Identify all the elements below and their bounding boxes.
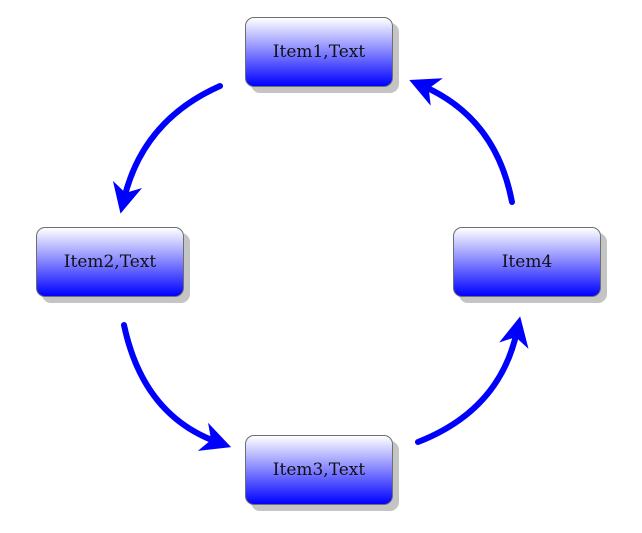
node-item3: Item3,Text xyxy=(245,435,393,505)
arrow-item3-to-item4 xyxy=(415,316,529,445)
node-item3-label: Item3,Text xyxy=(272,460,366,480)
node-item4: Item4 xyxy=(453,227,601,297)
node-item2: Item2,Text xyxy=(36,227,184,297)
node-item2-label: Item2,Text xyxy=(63,252,157,272)
arrow-item2-to-item3 xyxy=(121,322,232,451)
node-item4-label: Item4 xyxy=(501,252,553,272)
node-item1-label: Item1,Text xyxy=(272,42,366,62)
node-item1: Item1,Text xyxy=(245,17,393,87)
arrow-item4-to-item1 xyxy=(409,78,515,205)
arrow-item1-to-item2 xyxy=(112,83,223,214)
